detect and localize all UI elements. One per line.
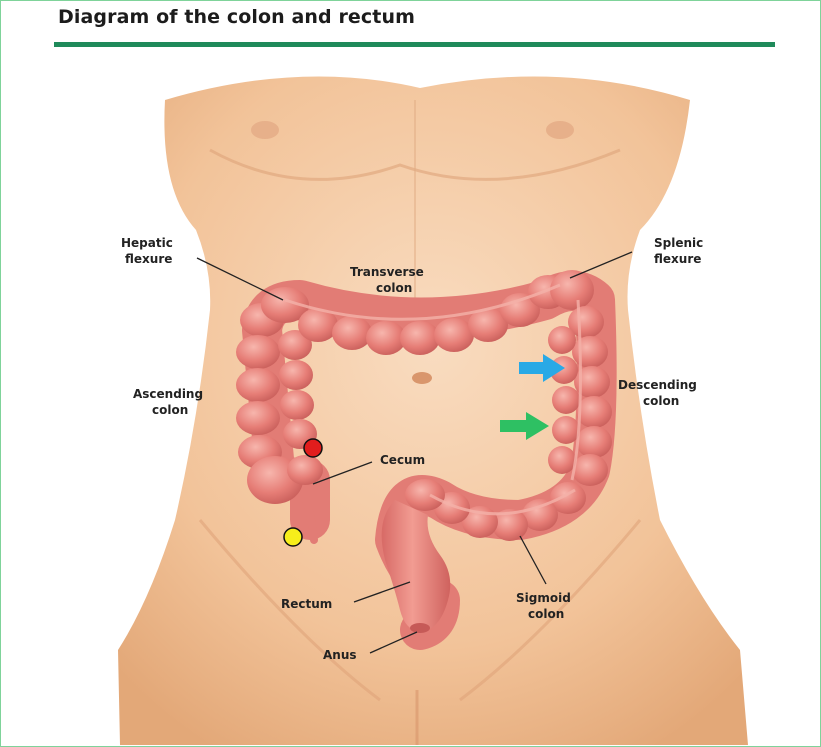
anus-opening — [410, 623, 430, 633]
label-splenic-flexure-2: flexure — [654, 252, 701, 266]
label-ascending-colon-2: colon — [152, 403, 188, 417]
label-sigmoid-colon-2: colon — [528, 607, 564, 621]
navel — [412, 372, 432, 384]
label-hepatic-flexure-1: Hepatic — [121, 236, 173, 250]
label-anus: Anus — [323, 648, 357, 662]
left-nipple — [251, 121, 279, 139]
right-nipple — [546, 121, 574, 139]
label-descending-colon-2: colon — [643, 394, 679, 408]
label-transverse-colon-1: Transverse — [350, 265, 424, 279]
label-rectum: Rectum — [281, 597, 332, 611]
label-ascending-colon-1: Ascending — [133, 387, 203, 401]
red-dot-marker — [304, 439, 322, 457]
label-sigmoid-colon-1: Sigmoid — [516, 591, 571, 605]
label-descending-colon-1: Descending — [618, 378, 697, 392]
label-splenic-flexure-1: Splenic — [654, 236, 703, 250]
label-hepatic-flexure-2: flexure — [125, 252, 172, 266]
label-cecum: Cecum — [380, 453, 425, 467]
yellow-dot-marker — [284, 528, 302, 546]
label-transverse-colon-2: colon — [376, 281, 412, 295]
